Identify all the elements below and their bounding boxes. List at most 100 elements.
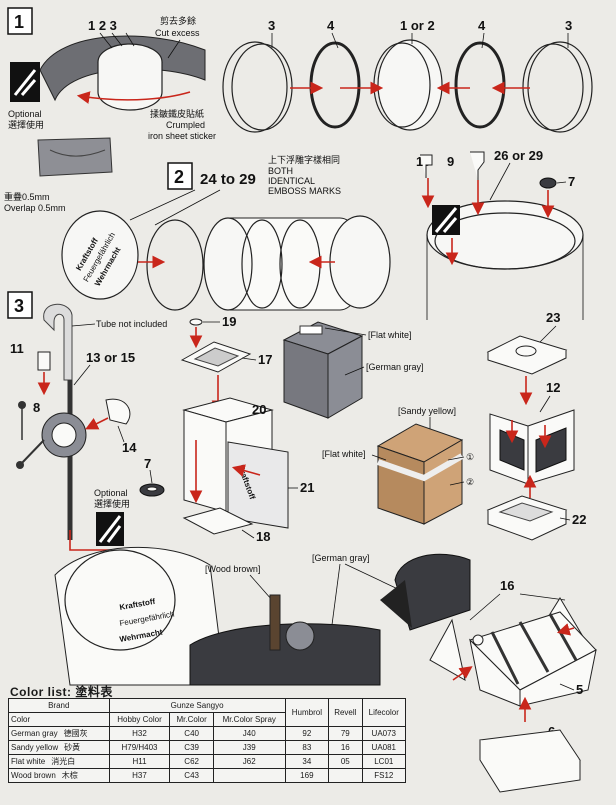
color-name-zh: 德國灰 (63, 729, 88, 738)
crumpled-label-1: Crumpled (166, 120, 205, 130)
cut-excess-zh: 剪去多餘 (160, 15, 196, 26)
fitting-9 (470, 151, 485, 180)
life-code: LC01 (361, 754, 407, 769)
jerrycan-gray (394, 553, 471, 631)
step-1-box (7, 7, 33, 35)
header-mr-color: Mr.Color (169, 712, 214, 727)
header-brand: Brand (8, 698, 110, 713)
ring-4-left (309, 41, 361, 129)
humbrol-code: 34 (284, 754, 330, 769)
embossed-disc (61, 210, 139, 300)
white-band (377, 453, 464, 482)
step-2-number: 2 (174, 167, 184, 187)
label-16: 16 (500, 578, 514, 593)
callout-circle-1: ① (466, 452, 474, 462)
humbrol-code: 92 (284, 726, 330, 741)
callout-german-gray-2: [German gray] (312, 553, 370, 563)
color-name: Sandy yellow (11, 743, 59, 752)
header-humbrol: Humbrol (284, 698, 330, 727)
callout-flat-white-2: [Flat white] (322, 449, 366, 459)
header-revell: Revell (328, 698, 363, 727)
emboss-zh: 上下浮雕字樣相同 (268, 154, 340, 165)
color-list-title-zh: 塗料表 (75, 685, 113, 699)
label-1-2-3: 1 2 3 (88, 18, 117, 33)
base-18 (182, 507, 254, 535)
overlap-zh: 重疊0.5mm (4, 191, 50, 202)
label-4b: 4 (478, 18, 486, 33)
optional-icon (10, 62, 40, 102)
crumpled-label-2: iron sheet sticker (148, 131, 216, 141)
humbrol-code: 169 (284, 768, 330, 783)
step-2-box (167, 162, 193, 190)
pump-photo (285, 621, 315, 651)
ring-body (97, 62, 163, 111)
optional-label: Optional (8, 109, 42, 119)
revell-code: 79 (328, 726, 363, 741)
step-3-number: 3 (14, 296, 24, 316)
header-hobby-color: Hobby Color (108, 712, 171, 727)
drum-bottom-left (54, 546, 226, 686)
label-7b: 7 (144, 456, 151, 471)
optional-zh: 選擇使用 (8, 119, 44, 130)
clamp-14 (105, 398, 131, 425)
panel-21 (227, 441, 289, 529)
ring-3-left (222, 41, 288, 133)
label-8: 8 (33, 400, 40, 415)
revell-code (328, 768, 363, 783)
callout-sandy-yellow: [Sandy yellow] (398, 406, 456, 416)
hobby-code: H79/H403 (108, 740, 171, 755)
label-22: 22 (572, 512, 586, 527)
overlap-detail (37, 137, 113, 177)
spray-code: J39 (212, 740, 286, 755)
label-1or2: 1 or 2 (400, 18, 435, 33)
hobby-code: H37 (108, 768, 171, 783)
step-3-box (7, 291, 33, 319)
color-name: German gray (11, 729, 58, 738)
part-11 (37, 351, 51, 371)
ring-1or2 (377, 39, 443, 131)
bung-7 (539, 177, 557, 189)
optional-icon-3 (96, 512, 124, 546)
color-list-table: Brand Gunze Sangyo Humbrol Revell Lifeco… (8, 698, 407, 783)
drum-end-disc (329, 215, 391, 309)
label-20: 20 (252, 402, 266, 417)
label-21: 21 (300, 480, 314, 495)
range-label: 24 to 29 (200, 171, 256, 188)
label-4a: 4 (327, 18, 335, 33)
tube-note: Tube not included (96, 319, 167, 329)
drum-ring-left (146, 219, 204, 311)
color-name-zh: 消光白 (51, 757, 76, 766)
color-name-zh: 木棕 (61, 771, 78, 780)
mr-code: C39 (169, 740, 214, 755)
step-3: 3 Tube not included 11 13 or 15 8 14 7 O… (7, 291, 597, 793)
tube (43, 303, 73, 381)
cut-excess: Cut excess (155, 28, 200, 38)
callout-flat-white-1: [Flat white] (368, 330, 412, 340)
fitting-10 (420, 154, 433, 178)
label-13or15: 13 or 15 (86, 350, 135, 365)
callout-circle-2: ② (466, 477, 474, 487)
step-2: 2 24 to 29 上下浮雕字樣相同 BOTH IDENTICAL EMBOS… (61, 148, 584, 320)
part-19 (189, 318, 203, 326)
header-gunze: Gunze Sangyo (108, 698, 286, 713)
spray-code (212, 768, 286, 783)
optional-label-3: Optional (94, 488, 128, 498)
humbrol-code: 83 (284, 740, 330, 755)
ring-4-right (454, 41, 506, 129)
revell-code: 16 (328, 740, 363, 755)
optional-icon-2 (432, 205, 460, 235)
bracket-16-left (429, 618, 466, 681)
life-code: UA073 (361, 726, 407, 741)
color-name-zh: 砂黃 (64, 743, 81, 752)
overlap-label: Overlap 0.5mm (4, 203, 66, 213)
crumpled-zh: 揉皺鐵皮貼紙 (150, 108, 204, 119)
color-list-title-en: Color list: (10, 685, 72, 699)
gray-can-left (283, 339, 329, 419)
can-20-left (183, 409, 227, 513)
